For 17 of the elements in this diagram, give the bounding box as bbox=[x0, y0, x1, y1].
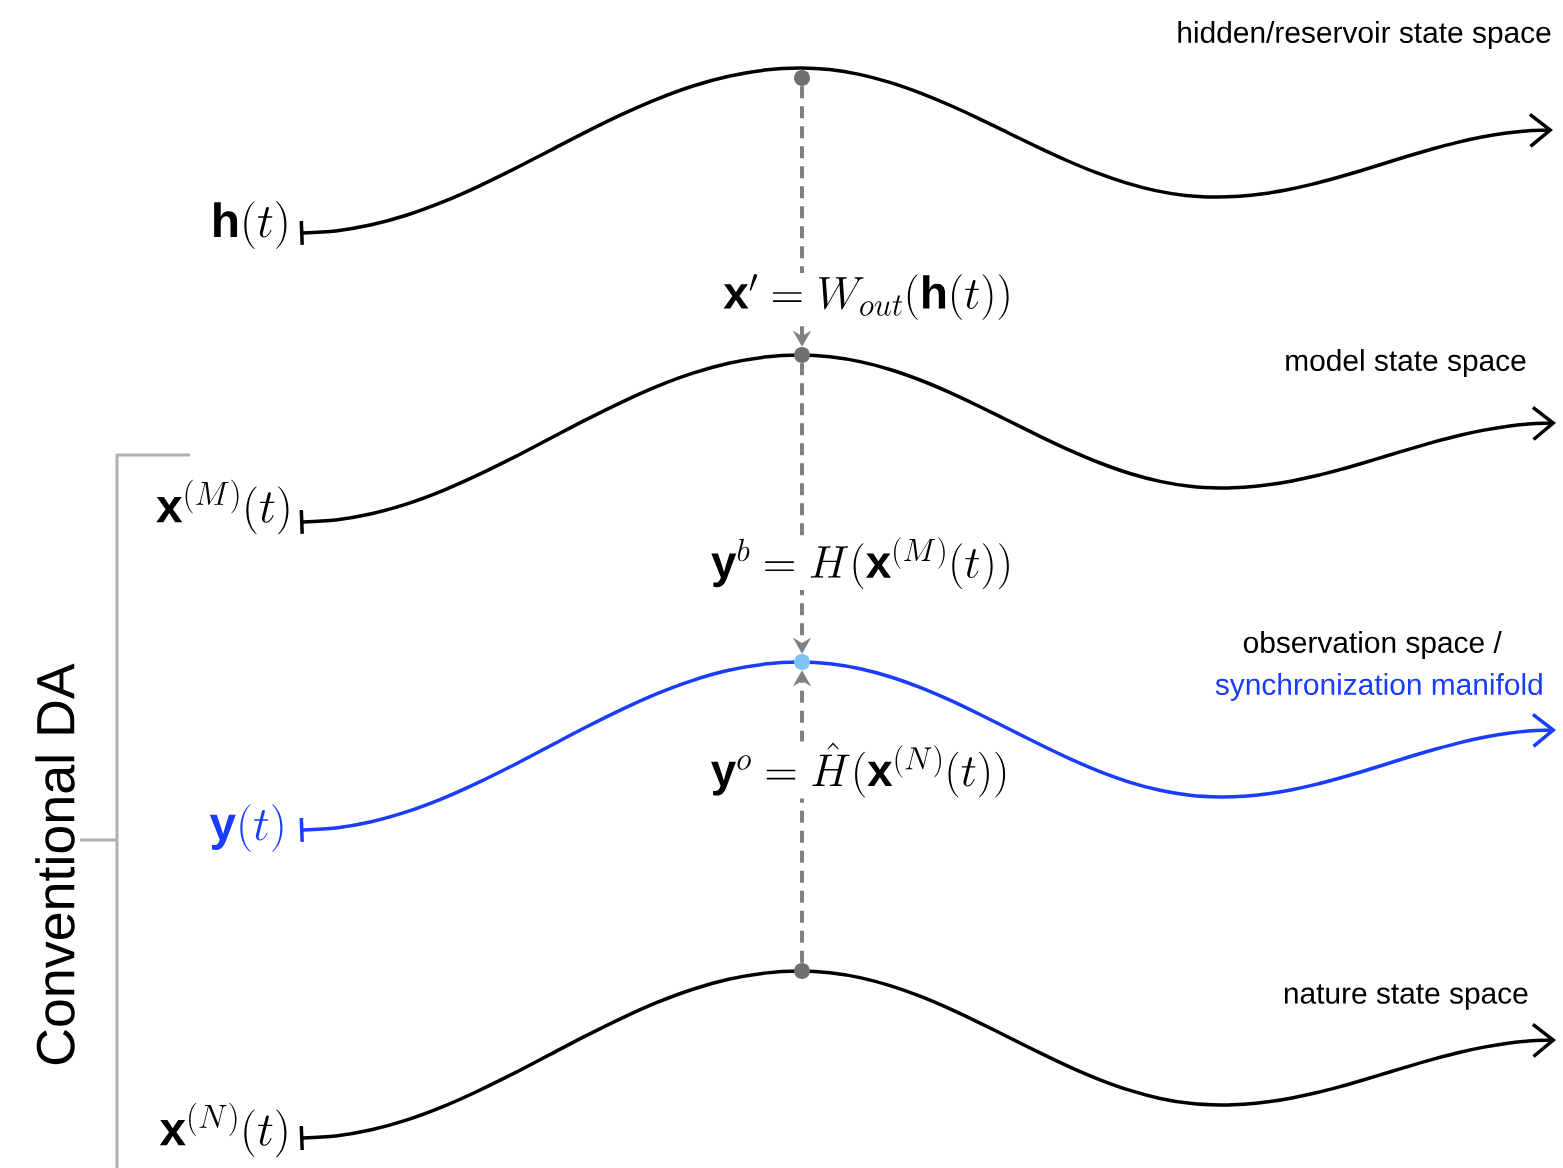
edge-label: $\mathbf{y}^{b} = H(\mathbf{x}^{(M)}(t))$ bbox=[709, 535, 1015, 591]
edge-label: $\mathbf{x}' = W_{out}(\mathbf{h}(t))$ bbox=[722, 273, 1014, 321]
variable-label: $\mathbf{y}(t)$ bbox=[209, 804, 283, 852]
point-marker bbox=[794, 347, 810, 363]
edge-label: $\mathbf{y}^{o} = \hat{H}(\mathbf{x}^{(N)}(t))$ bbox=[709, 741, 1011, 799]
point-marker bbox=[794, 654, 810, 670]
bracket-label: Conventional DA bbox=[35, 663, 75, 1065]
space-label: hidden/reservoir state space bbox=[1178, 21, 1551, 49]
point-marker bbox=[794, 963, 810, 979]
space-label: model state space bbox=[1286, 349, 1526, 377]
space-label: nature state space bbox=[1284, 984, 1528, 1010]
point-marker bbox=[794, 70, 810, 86]
variable-label: $\mathbf{x}^{(M)}(t)$ bbox=[156, 479, 289, 535]
space-label: synchronization manifold bbox=[1215, 673, 1542, 701]
variable-label: $\mathbf{x}^{(N)}(t)$ bbox=[159, 1102, 287, 1158]
variable-label: $\mathbf{h}(t)$ bbox=[214, 201, 287, 249]
space-label: observation space / bbox=[1243, 631, 1502, 659]
